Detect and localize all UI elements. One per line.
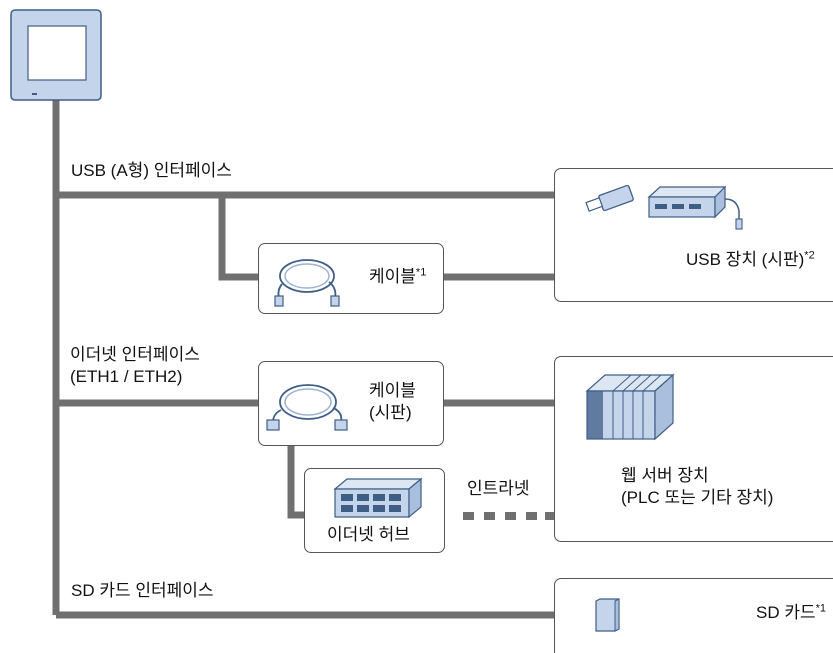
sd-card-note: *1 xyxy=(815,602,827,615)
hub-branch-line xyxy=(287,445,305,519)
usb-device-text: USB 장치 (시판) xyxy=(686,250,805,269)
usb-cable-icon xyxy=(274,259,340,307)
ethernet-hub-icon xyxy=(333,477,423,519)
intranet-dashed-line xyxy=(463,512,554,520)
intranet-label: 인트라넷 xyxy=(467,479,530,498)
ethernet-interface-label: 이더넷 인터페이스 (ETH1 / ETH2) xyxy=(70,344,200,388)
web-server-line1: 웹 서버 장치 xyxy=(621,466,709,485)
ethernet-hub-label: 이더넷 허브 xyxy=(327,525,410,544)
ethernet-interface-line1: 이더넷 인터페이스 xyxy=(70,345,200,364)
plc-device-icon xyxy=(585,373,675,441)
web-server-label: 웹 서버 장치 (PLC 또는 기타 장치) xyxy=(621,465,773,509)
ethernet-cable-box: 케이블 (시판) xyxy=(258,361,444,446)
web-server-box: 웹 서버 장치 (PLC 또는 기타 장치) xyxy=(554,356,833,542)
ethernet-interface-line2: (ETH1 / ETH2) xyxy=(70,367,183,386)
ethernet-cable-label: 케이블 (시판) xyxy=(369,380,416,424)
usb-hub-icon xyxy=(647,185,743,230)
sd-card-text: SD 카드 xyxy=(756,603,816,622)
sd-card-label: SD 카드*1 xyxy=(756,602,826,624)
usb-devices-icon xyxy=(585,185,743,230)
ethernet-cable-line1: 케이블 xyxy=(369,381,416,400)
ethernet-cable-icon xyxy=(266,384,348,431)
usb-interface-label: USB (A형) 인터페이스 xyxy=(71,161,232,180)
usb-cable-note: *1 xyxy=(415,266,427,279)
usb-device-box: USB 장치 (시판)*2 xyxy=(554,168,833,302)
sd-card-icon xyxy=(595,598,620,632)
ethernet-cable-line2: (시판) xyxy=(369,403,412,422)
ethernet-hub-box: 이더넷 허브 xyxy=(304,468,445,553)
usb-device-label: USB 장치 (시판)*2 xyxy=(686,249,815,271)
usb-device-note: *2 xyxy=(804,249,815,262)
usb-cable-text: 케이블 xyxy=(369,267,416,286)
usb-stick-icon xyxy=(585,185,634,212)
hmi-panel-icon xyxy=(10,9,102,101)
usb-cable-box: 케이블*1 xyxy=(258,243,444,314)
sd-interface-label: SD 카드 인터페이스 xyxy=(71,581,214,600)
usb-cable-branch-line xyxy=(218,195,260,281)
usb-cable-label: 케이블*1 xyxy=(369,266,426,288)
web-server-line2: (PLC 또는 기타 장치) xyxy=(621,488,774,507)
sd-card-box: SD 카드*1 xyxy=(554,578,833,653)
